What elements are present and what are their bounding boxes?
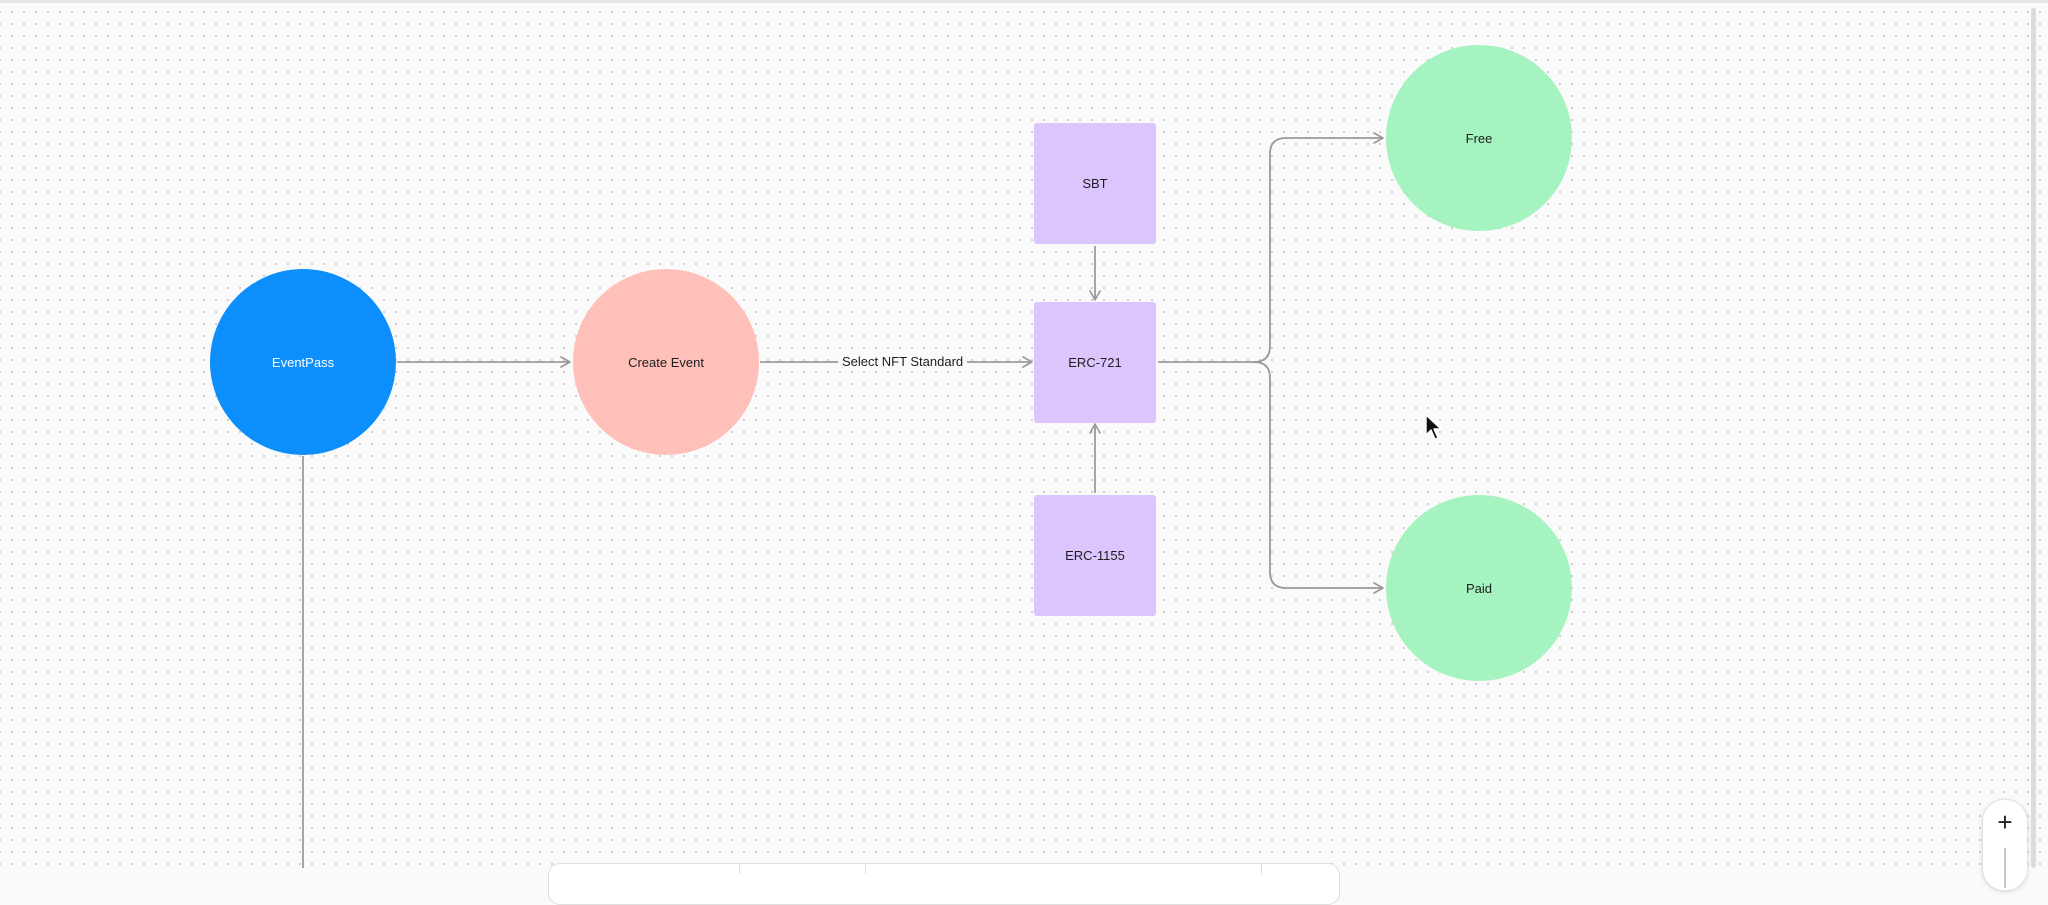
toolbar-divider (1261, 864, 1262, 874)
node-erc1155-label: ERC-1155 (1065, 548, 1125, 563)
node-eventpass[interactable]: EventPass (210, 269, 396, 455)
connector-layer (302, 132, 1384, 868)
node-free[interactable]: Free (1386, 45, 1572, 231)
node-create-event-label: Create Event (628, 354, 704, 370)
node-erc1155[interactable]: ERC-1155 (1034, 495, 1156, 616)
node-sbt-label: SBT (1082, 176, 1108, 191)
mouse-pointer-icon (1425, 414, 1442, 440)
bottom-toolbar (548, 863, 1340, 905)
diagram-canvas[interactable] (0, 0, 2048, 868)
node-sbt[interactable]: SBT (1034, 123, 1156, 244)
node-paid[interactable]: Paid (1386, 495, 1572, 681)
edge-erc721-to-paid[interactable] (1253, 361, 1384, 594)
edge-erc721-to-free[interactable] (1158, 132, 1384, 363)
node-paid-label: Paid (1465, 580, 1493, 596)
edge-label-select-nft-standard[interactable]: Select NFT Standard (838, 354, 968, 370)
node-erc721-label: ERC-721 (1068, 355, 1122, 370)
zoom-in-button[interactable]: + (1983, 800, 2027, 844)
node-erc721[interactable]: ERC-721 (1034, 302, 1156, 423)
canvas-top-border (0, 0, 2048, 3)
toolbar-divider (739, 864, 740, 874)
zoom-control: + (1982, 799, 2028, 891)
plus-icon: + (1997, 807, 2013, 837)
node-free-label: Free (1465, 130, 1493, 146)
node-eventpass-label: EventPass (271, 354, 335, 370)
vertical-scrollbar-thumb[interactable] (2031, 8, 2036, 868)
node-create-event[interactable]: Create Event (573, 269, 759, 455)
toolbar-divider (865, 864, 866, 874)
zoom-divider (2004, 848, 2006, 888)
